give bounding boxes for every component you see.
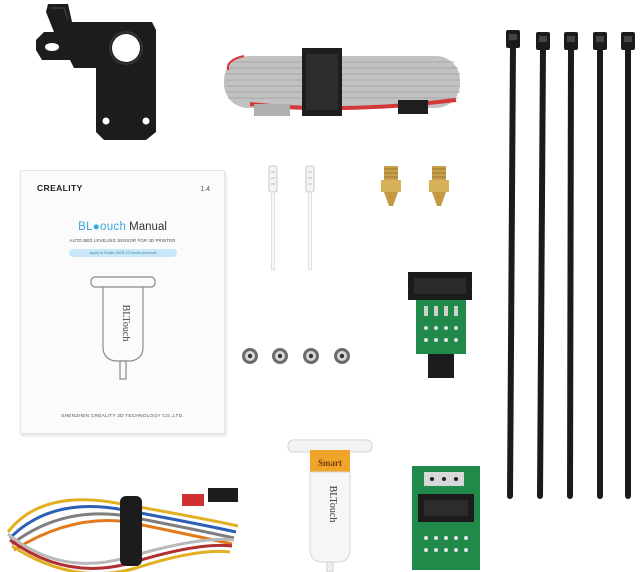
sensor-cap-label: Smart	[318, 458, 342, 468]
manual-probe-drawing: BLTouch	[87, 271, 159, 387]
manual-title-suffix: ouch	[100, 221, 127, 233]
mounting-bracket	[34, 2, 158, 142]
probe-pins	[262, 162, 322, 274]
adapter-board-bottom	[408, 464, 484, 572]
manual-footer: SHENZHEN CREALITY 3D TECHNOLOGY CO.,LTD.	[61, 414, 184, 419]
screws	[238, 344, 356, 368]
bltouch-sensor: Smart BLTouch	[286, 438, 376, 572]
manual-version: 1.4	[200, 186, 210, 193]
manual-title-t-icon: ●	[92, 221, 101, 233]
manual-apply-note: Apply to Ender-3/CR-10 series products	[69, 249, 177, 257]
manual-subtitle: AUTO BED LEVELING SENSOR FOR 3D PRINTER	[69, 238, 176, 243]
manual-title-prefix: BL	[78, 221, 93, 233]
adapter-board-top	[404, 270, 476, 382]
manual-probe-label: BLTouch	[120, 305, 131, 342]
manual-title-word: Manual	[129, 221, 167, 233]
brass-nozzles	[378, 164, 454, 210]
manual-brand: CREALITY	[37, 183, 83, 193]
sensor-body-label: BLTouch	[327, 486, 338, 523]
cable-ties	[496, 26, 640, 502]
ribbon-cable	[220, 44, 464, 120]
extension-cable	[2, 482, 252, 572]
